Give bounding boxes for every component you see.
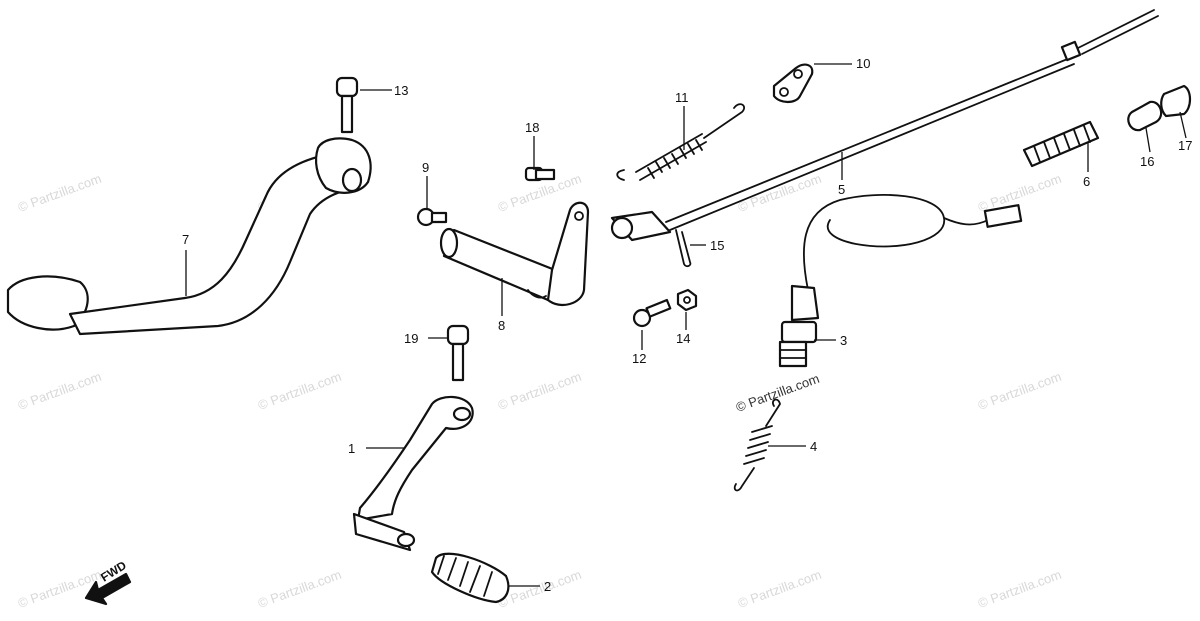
kick-arm-part <box>352 395 474 552</box>
callout-7: 7 <box>182 232 189 247</box>
callout-10: 10 <box>856 56 870 71</box>
brake-rod-part <box>610 9 1159 242</box>
watermark: © Partzilla.com <box>976 567 1063 611</box>
callout-13: 13 <box>394 83 408 98</box>
bolt-18-part <box>524 166 556 182</box>
callout-5: 5 <box>838 182 845 197</box>
callout-17: 17 <box>1178 138 1192 153</box>
spring-4-part <box>733 398 781 492</box>
bolt-9-part <box>416 207 448 227</box>
brake-shaft-part <box>439 201 590 307</box>
cotter-pin-part <box>675 229 692 268</box>
spring-6-part <box>1022 120 1100 168</box>
callout-6: 6 <box>1083 174 1090 189</box>
watermark: © Partzilla.com <box>16 567 103 611</box>
bracket-10-part <box>772 63 814 104</box>
callout-15: 15 <box>710 238 724 253</box>
sleeve-16-part <box>1127 100 1163 132</box>
watermark: © Partzilla.com <box>736 171 823 215</box>
callout-8: 8 <box>498 318 505 333</box>
cap-17-part <box>1160 84 1192 118</box>
callout-11: 11 <box>675 90 689 105</box>
watermark: © Partzilla.com <box>256 567 343 611</box>
callouts: 13 7 9 8 18 11 10 5 15 12 14 6 16 17 3 4… <box>182 56 1192 594</box>
callout-19: 19 <box>404 331 418 346</box>
callout-18: 18 <box>525 120 539 135</box>
callout-2: 2 <box>544 579 551 594</box>
bolt-12-part <box>632 298 672 328</box>
watermark-layer: © Partzilla.com © Partzilla.com © Partzi… <box>16 171 1063 611</box>
callout-12: 12 <box>632 351 646 366</box>
callout-14: 14 <box>676 331 690 346</box>
watermark: © Partzilla.com <box>256 369 343 413</box>
spring-11-part <box>616 103 745 181</box>
callout-9: 9 <box>422 160 429 175</box>
callout-3: 3 <box>840 333 847 348</box>
callout-4: 4 <box>810 439 817 454</box>
bolt-13-part <box>335 76 359 134</box>
grip-2-part <box>430 552 510 604</box>
stop-switch-part <box>778 193 1023 368</box>
leader-lines <box>185 63 1187 587</box>
watermark: © Partzilla.com <box>976 369 1063 413</box>
nut-14-part <box>676 288 698 312</box>
watermark: © Partzilla.com <box>16 369 103 413</box>
watermark: © Partzilla.com <box>496 369 583 413</box>
brake-pedal-part <box>6 137 372 336</box>
bolt-19-part <box>446 324 470 382</box>
callout-1: 1 <box>348 441 355 456</box>
watermark: © Partzilla.com <box>16 171 103 215</box>
callout-16: 16 <box>1140 154 1154 169</box>
watermark: © Partzilla.com <box>736 567 823 611</box>
